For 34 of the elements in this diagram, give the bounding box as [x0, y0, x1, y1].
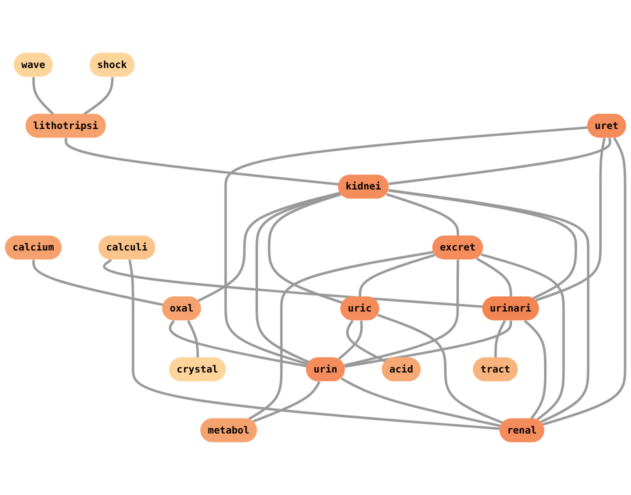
node-box: crystal	[169, 357, 226, 382]
connector	[542, 137, 626, 426]
node-box: lithotripsi	[25, 114, 106, 138]
connector	[248, 250, 434, 420]
connector	[494, 320, 506, 358]
connector	[104, 258, 483, 308]
connector	[476, 258, 512, 297]
connector	[524, 320, 547, 420]
node-box: calcium	[4, 236, 62, 260]
connector	[388, 189, 578, 300]
connector	[377, 314, 504, 424]
connector	[268, 193, 343, 304]
connector	[386, 193, 460, 236]
connector	[344, 260, 460, 367]
connector	[187, 320, 199, 358]
connector	[340, 377, 501, 428]
connector	[128, 260, 500, 430]
connector	[198, 192, 340, 302]
connector	[32, 77, 54, 115]
connector	[344, 320, 512, 368]
connector	[358, 254, 436, 297]
node-box: urinari	[482, 296, 539, 320]
connector	[388, 138, 612, 186]
node-box: metabol	[200, 418, 258, 442]
connector	[338, 320, 363, 360]
connector	[168, 320, 308, 368]
connector	[388, 189, 590, 423]
connector	[32, 260, 164, 306]
node-box: calculi	[98, 236, 156, 260]
connector	[224, 126, 588, 366]
connector	[535, 138, 606, 302]
connector	[252, 381, 321, 423]
connector	[346, 320, 386, 363]
connector	[84, 77, 114, 116]
